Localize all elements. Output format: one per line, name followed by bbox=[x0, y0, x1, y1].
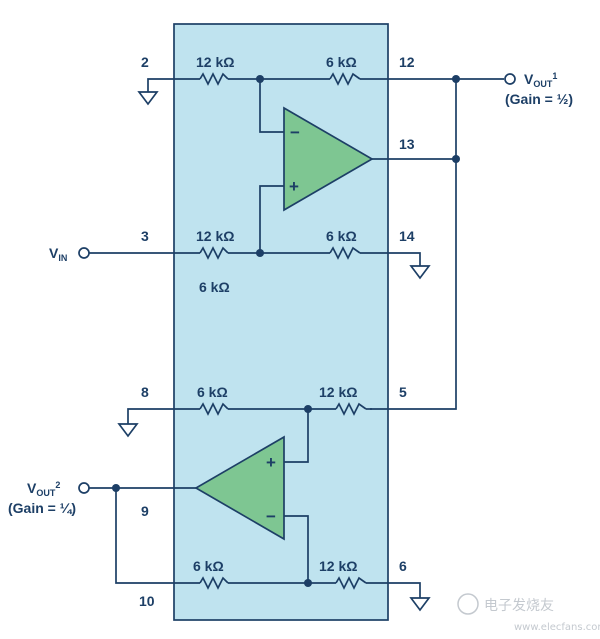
ground-icon-pin8 bbox=[117, 423, 139, 438]
opamp-bottom-minus-sign: − bbox=[266, 507, 276, 526]
wire-top-minus bbox=[259, 79, 284, 133]
wire-bottom-plus bbox=[284, 409, 309, 463]
ground-icon-pin14 bbox=[409, 265, 431, 280]
terminal-vin bbox=[78, 247, 90, 259]
wire-top-plus bbox=[259, 185, 284, 253]
pin-label-5: 5 bbox=[399, 384, 407, 400]
resistor-6k-top bbox=[329, 72, 361, 86]
resistor-label-6k-low2: 6 kΩ bbox=[193, 558, 224, 574]
opamp-top-plus-sign: + bbox=[289, 177, 299, 196]
wire-bottom-minus bbox=[284, 515, 309, 583]
terminal-vout2 bbox=[78, 482, 90, 494]
opamp-top-minus-sign: − bbox=[290, 123, 300, 142]
resistor-label-12k-top: 12 kΩ bbox=[196, 54, 234, 70]
pin-label-8: 8 bbox=[141, 384, 149, 400]
vout1-gain-label: (Gain = ½) bbox=[505, 91, 573, 107]
resistor-12k-low1 bbox=[335, 402, 367, 416]
pin-label-2: 2 bbox=[141, 54, 149, 70]
wire-pin2 bbox=[147, 78, 200, 92]
vout2-gain-label: (Gain = ¼) bbox=[8, 500, 76, 516]
opamp-bottom-plus-sign: + bbox=[266, 453, 276, 472]
pin-label-3: 3 bbox=[141, 228, 149, 244]
node-top-minus bbox=[256, 75, 264, 83]
terminal-vout1 bbox=[504, 73, 516, 85]
wire-pin6 bbox=[366, 582, 421, 598]
wire-pin8 bbox=[127, 408, 200, 424]
resistor-12k-mid bbox=[199, 246, 229, 260]
pin-label-6: 6 bbox=[399, 558, 407, 574]
resistor-6k-low1 bbox=[199, 402, 229, 416]
watermark-text: 电子发烧友 bbox=[484, 598, 554, 614]
pin-label-13: 13 bbox=[399, 136, 415, 152]
ground-icon-pin2 bbox=[137, 91, 159, 106]
watermark-logo-icon bbox=[457, 593, 479, 615]
pin-label-10: 10 bbox=[139, 593, 155, 609]
pin-label-9: 9 bbox=[141, 503, 149, 519]
resistor-label-12k-low2: 12 kΩ bbox=[319, 558, 357, 574]
resistor-label-6k-below: 6 kΩ bbox=[199, 279, 230, 295]
resistor-label-6k-low1: 6 kΩ bbox=[197, 384, 228, 400]
opamp-top bbox=[283, 106, 374, 212]
wire-pin14 bbox=[360, 252, 421, 266]
resistor-label-12k-low1: 12 kΩ bbox=[319, 384, 357, 400]
resistor-6k-low2 bbox=[199, 576, 229, 590]
wire-pin10 bbox=[115, 488, 200, 584]
vin-label: VIN bbox=[49, 245, 67, 263]
watermark: 电子发烧友 www.elecfans.com bbox=[457, 593, 600, 633]
resistor-label-6k-top: 6 kΩ bbox=[326, 54, 357, 70]
watermark-url: www.elecfans.com bbox=[514, 622, 600, 633]
resistor-label-12k-mid: 12 kΩ bbox=[196, 228, 234, 244]
opamp-bottom bbox=[194, 435, 285, 541]
vout1-label: VOUT1 bbox=[524, 71, 557, 89]
pin-label-12: 12 bbox=[399, 54, 415, 70]
pin-label-14: 14 bbox=[399, 228, 415, 244]
resistor-6k-mid bbox=[329, 246, 361, 260]
resistor-label-6k-mid: 6 kΩ bbox=[326, 228, 357, 244]
ground-icon-pin6 bbox=[409, 597, 431, 612]
resistor-12k-top bbox=[199, 72, 229, 86]
vout2-label: VOUT2 bbox=[27, 480, 60, 498]
wire-right-bus bbox=[370, 79, 457, 410]
resistor-12k-low2 bbox=[335, 576, 367, 590]
